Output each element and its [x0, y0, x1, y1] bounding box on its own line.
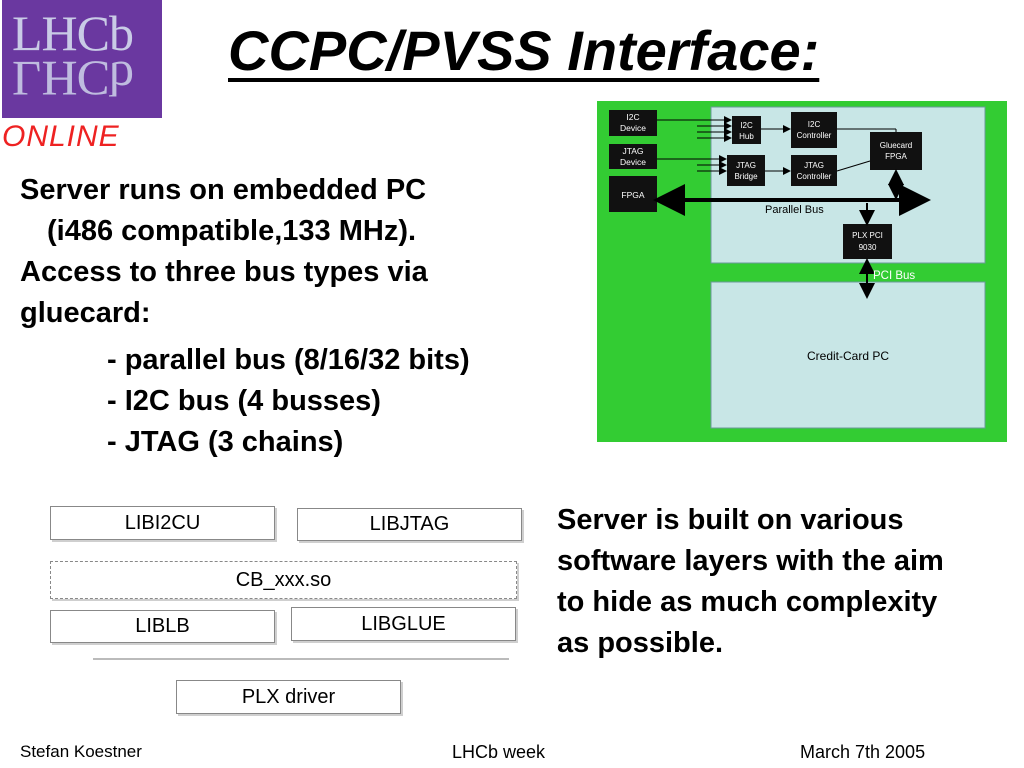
- i2c-controller-label-2: Controller: [797, 131, 832, 140]
- jtag-bridge-label: JTAG: [736, 161, 756, 170]
- i2c-controller-box: [791, 112, 837, 148]
- i2c-bus-lines: [657, 116, 897, 142]
- server-note-line: to hide as much complexity: [557, 586, 938, 618]
- gluecard-fpga-label: Gluecard: [880, 141, 912, 150]
- pci-bus-label: PCI Bus: [873, 270, 915, 282]
- i2c-hub-box: [732, 116, 761, 144]
- jtag-bridge-box: [727, 155, 765, 186]
- footer-author: Stefan Koestner: [20, 742, 142, 761]
- jtag-device-label-2: Device: [620, 157, 646, 167]
- gluecard-fpga-box: [870, 132, 922, 170]
- slide-title: CCPC/PVSS Interface:: [228, 19, 820, 82]
- i2c-hub-label: I2C: [740, 121, 753, 130]
- jtag-controller-box: [791, 155, 837, 186]
- logo-box: LHCb LHCb: [2, 0, 162, 118]
- bus-list: - parallel bus (8/16/32 bits) - I2C bus …: [107, 340, 470, 463]
- layer-divider: [93, 658, 509, 660]
- intro-line: Access to three bus types via: [20, 256, 428, 288]
- parallel-bus-label: Parallel Bus: [765, 204, 824, 216]
- layer-libi2cu: LIBI2CU: [50, 506, 275, 540]
- gluecard-fpga-label-2: FPGA: [885, 152, 907, 161]
- bus-list-item: - I2C bus (4 busses): [107, 385, 381, 417]
- jtag-bridge-label-2: Bridge: [734, 172, 758, 181]
- layer-plx-driver: PLX driver: [176, 680, 401, 714]
- server-note-line: software layers with the aim: [557, 545, 944, 577]
- i2c-device-label-2: Device: [620, 123, 646, 133]
- fpga-device-label: FPGA: [621, 190, 644, 200]
- jtag-controller-label: JTAG: [804, 161, 824, 170]
- plx-pci-box: [843, 224, 892, 259]
- intro-text: Server runs on embedded PC (i486 compati…: [20, 170, 428, 334]
- lhcb-online-logo: LHCb LHCb ONLINE: [0, 0, 164, 156]
- logo-brand-mirror: LHCb: [12, 51, 133, 107]
- server-note: Server is built on various software laye…: [557, 500, 944, 664]
- fpga-device-box: [609, 176, 657, 212]
- i2c-device-box: [609, 110, 657, 136]
- layer-libglue: LIBGLUE: [291, 607, 516, 641]
- jtag-device-box: [609, 144, 657, 169]
- plx-pci-label-2: 9030: [859, 243, 877, 252]
- intro-line: (i486 compatible,133 MHz).: [47, 215, 417, 247]
- footer-date: March 7th 2005: [800, 742, 926, 762]
- layer-cb-xxx: CB_xxx.so: [50, 561, 517, 599]
- footer-event: LHCb week: [452, 742, 546, 762]
- plx-pci-label: PLX PCI: [852, 231, 883, 240]
- logo-online-text: ONLINE: [2, 120, 120, 153]
- server-note-line: Server is built on various: [557, 504, 904, 536]
- i2c-hub-label-2: Hub: [739, 132, 754, 141]
- server-note-line: as possible.: [557, 627, 724, 659]
- hardware-diagram: I2C Device JTAG Device FPGA I2C Hub I2C …: [597, 101, 1007, 442]
- bus-list-item: - parallel bus (8/16/32 bits): [107, 344, 470, 376]
- layer-liblb: LIBLB: [50, 610, 275, 643]
- jtag-controller-label-2: Controller: [797, 172, 832, 181]
- i2c-controller-label: I2C: [808, 120, 821, 129]
- intro-line: gluecard:: [20, 297, 151, 329]
- bus-list-item: - JTAG (3 chains): [107, 426, 344, 458]
- intro-line: Server runs on embedded PC: [20, 174, 427, 206]
- layer-libjtag: LIBJTAG: [297, 508, 522, 541]
- jtag-chain-lines: [657, 155, 871, 175]
- pc-board: [710, 281, 986, 429]
- pc-label: Credit-Card PC: [807, 349, 889, 363]
- i2c-device-label: I2C: [626, 112, 639, 122]
- logo-brand-text: LHCb: [12, 5, 134, 61]
- jtag-device-label: JTAG: [622, 146, 643, 156]
